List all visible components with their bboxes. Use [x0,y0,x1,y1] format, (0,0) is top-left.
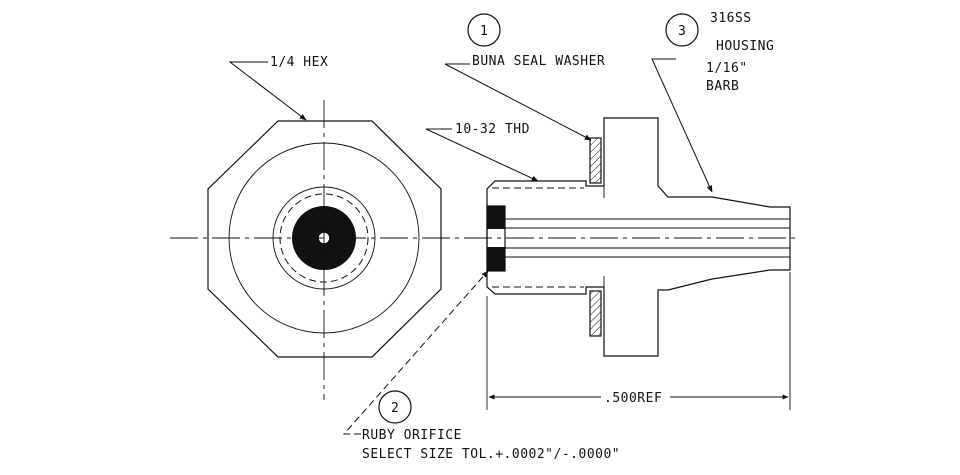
orifice-number: 2 [391,401,399,416]
thread-label: 10-32 THD [455,122,530,137]
side-view: .500REF [486,117,791,410]
hex-leader [228,61,307,121]
housing-material: 316SS [710,11,752,26]
barb-size: 1/16" [706,61,748,76]
orifice-spec: SELECT SIZE TOL.+.0002"/-.0000" [362,447,620,462]
hex-label: 1/4 HEX [270,55,328,70]
ruby-orifice-bottom [487,247,505,271]
washer-number: 1 [480,24,488,39]
housing-balloon [665,13,699,47]
length-dimension: .500REF [604,391,662,406]
housing-label: HOUSING [716,39,774,54]
end-view [170,100,800,400]
thread-leader [425,128,539,182]
ruby-orifice-top [487,206,505,229]
seal-washer-bottom [589,290,602,337]
seal-washer-top [589,137,602,184]
orifice-label: RUBY ORIFICE [362,428,462,443]
orifice-balloon [378,390,412,424]
housing-number: 3 [678,24,686,39]
ruby-orifice-outline [486,205,506,272]
housing-outline [603,117,791,357]
washer-balloon [467,13,501,47]
hex-outline [207,120,442,358]
barb-label: BARB [706,79,739,94]
orifice-leader [342,270,489,435]
callouts: 1/4 HEX 1 BUNA SEAL WASHER 10-32 THD 3 3… [228,11,774,462]
washer-label: BUNA SEAL WASHER [472,54,605,69]
washer-leader [444,63,592,141]
barb-leader [651,58,713,193]
